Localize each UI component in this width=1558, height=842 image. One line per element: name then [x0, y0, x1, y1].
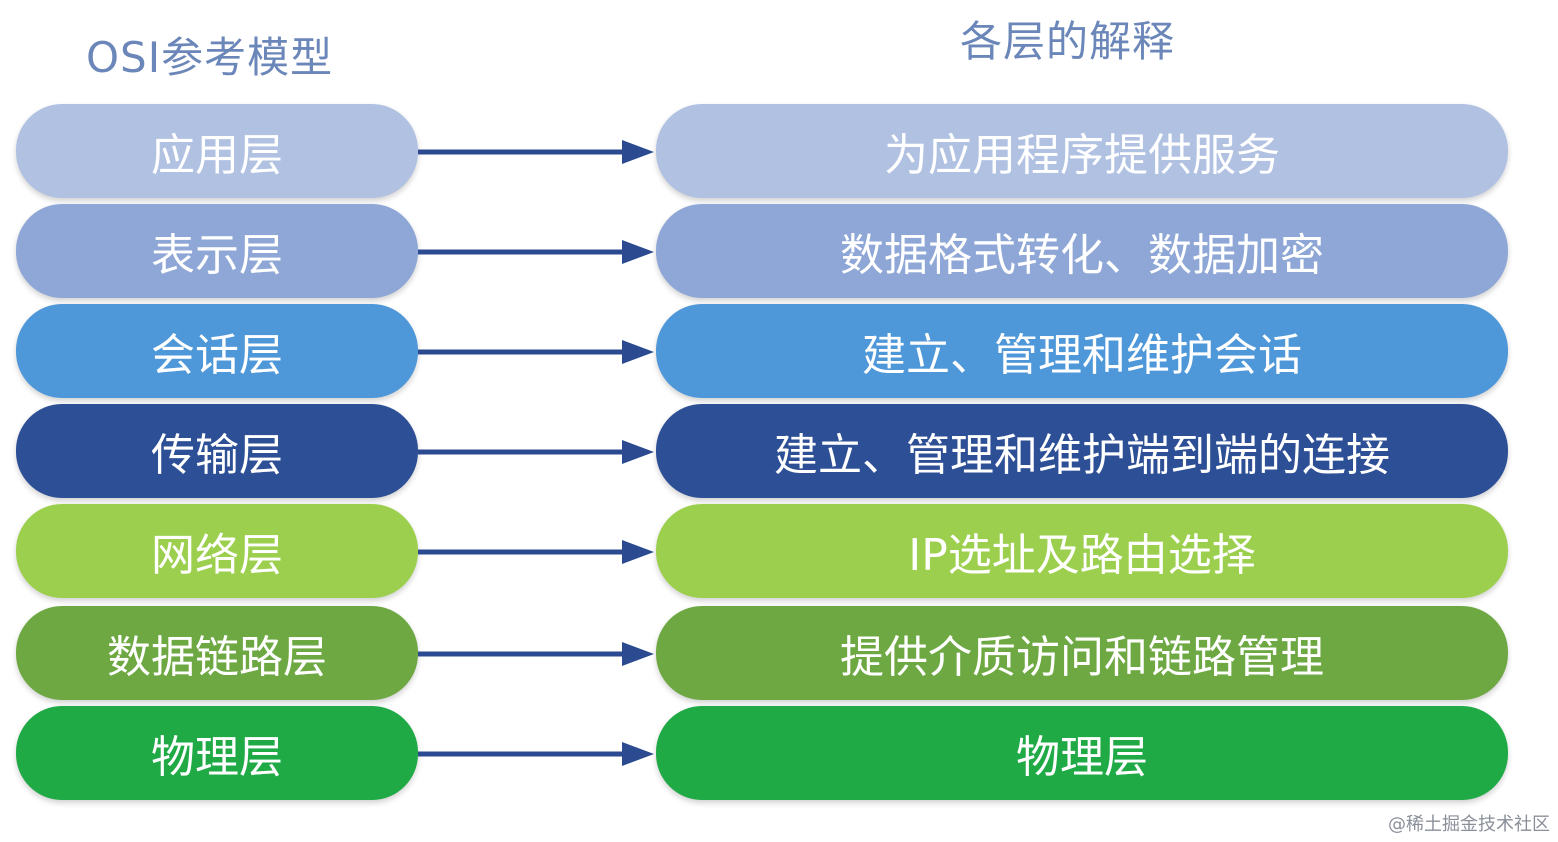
desc-pill-session: 建立、管理和维护会话 — [656, 304, 1508, 398]
layer-pill-data-link: 数据链路层 — [16, 606, 418, 700]
layer-pill-network: 网络层 — [16, 504, 418, 598]
desc-pill-application: 为应用程序提供服务 — [656, 104, 1508, 198]
arrow-right-icon — [418, 137, 656, 167]
layer-pill-transport: 传输层 — [16, 404, 418, 498]
osi-model-header: OSI参考模型 — [86, 33, 334, 82]
desc-pill-physical: 物理层 — [656, 706, 1508, 800]
desc-pill-data-link: 提供介质访问和链路管理 — [656, 606, 1508, 700]
layer-explanation-header: 各层的解释 — [960, 17, 1176, 66]
layer-pill-presentation: 表示层 — [16, 204, 418, 298]
layer-pill-physical: 物理层 — [16, 706, 418, 800]
desc-pill-transport: 建立、管理和维护端到端的连接 — [656, 404, 1508, 498]
arrow-right-icon — [418, 437, 656, 467]
watermark-text: @稀土掘金技术社区 — [1388, 814, 1550, 835]
arrow-right-icon — [418, 639, 656, 669]
arrow-right-icon — [418, 237, 656, 267]
layer-pill-application: 应用层 — [16, 104, 418, 198]
desc-pill-presentation: 数据格式转化、数据加密 — [656, 204, 1508, 298]
desc-pill-network: IP选址及路由选择 — [656, 504, 1508, 598]
arrow-right-icon — [418, 337, 656, 367]
layer-pill-session: 会话层 — [16, 304, 418, 398]
arrow-right-icon — [418, 739, 656, 769]
arrow-right-icon — [418, 537, 656, 567]
